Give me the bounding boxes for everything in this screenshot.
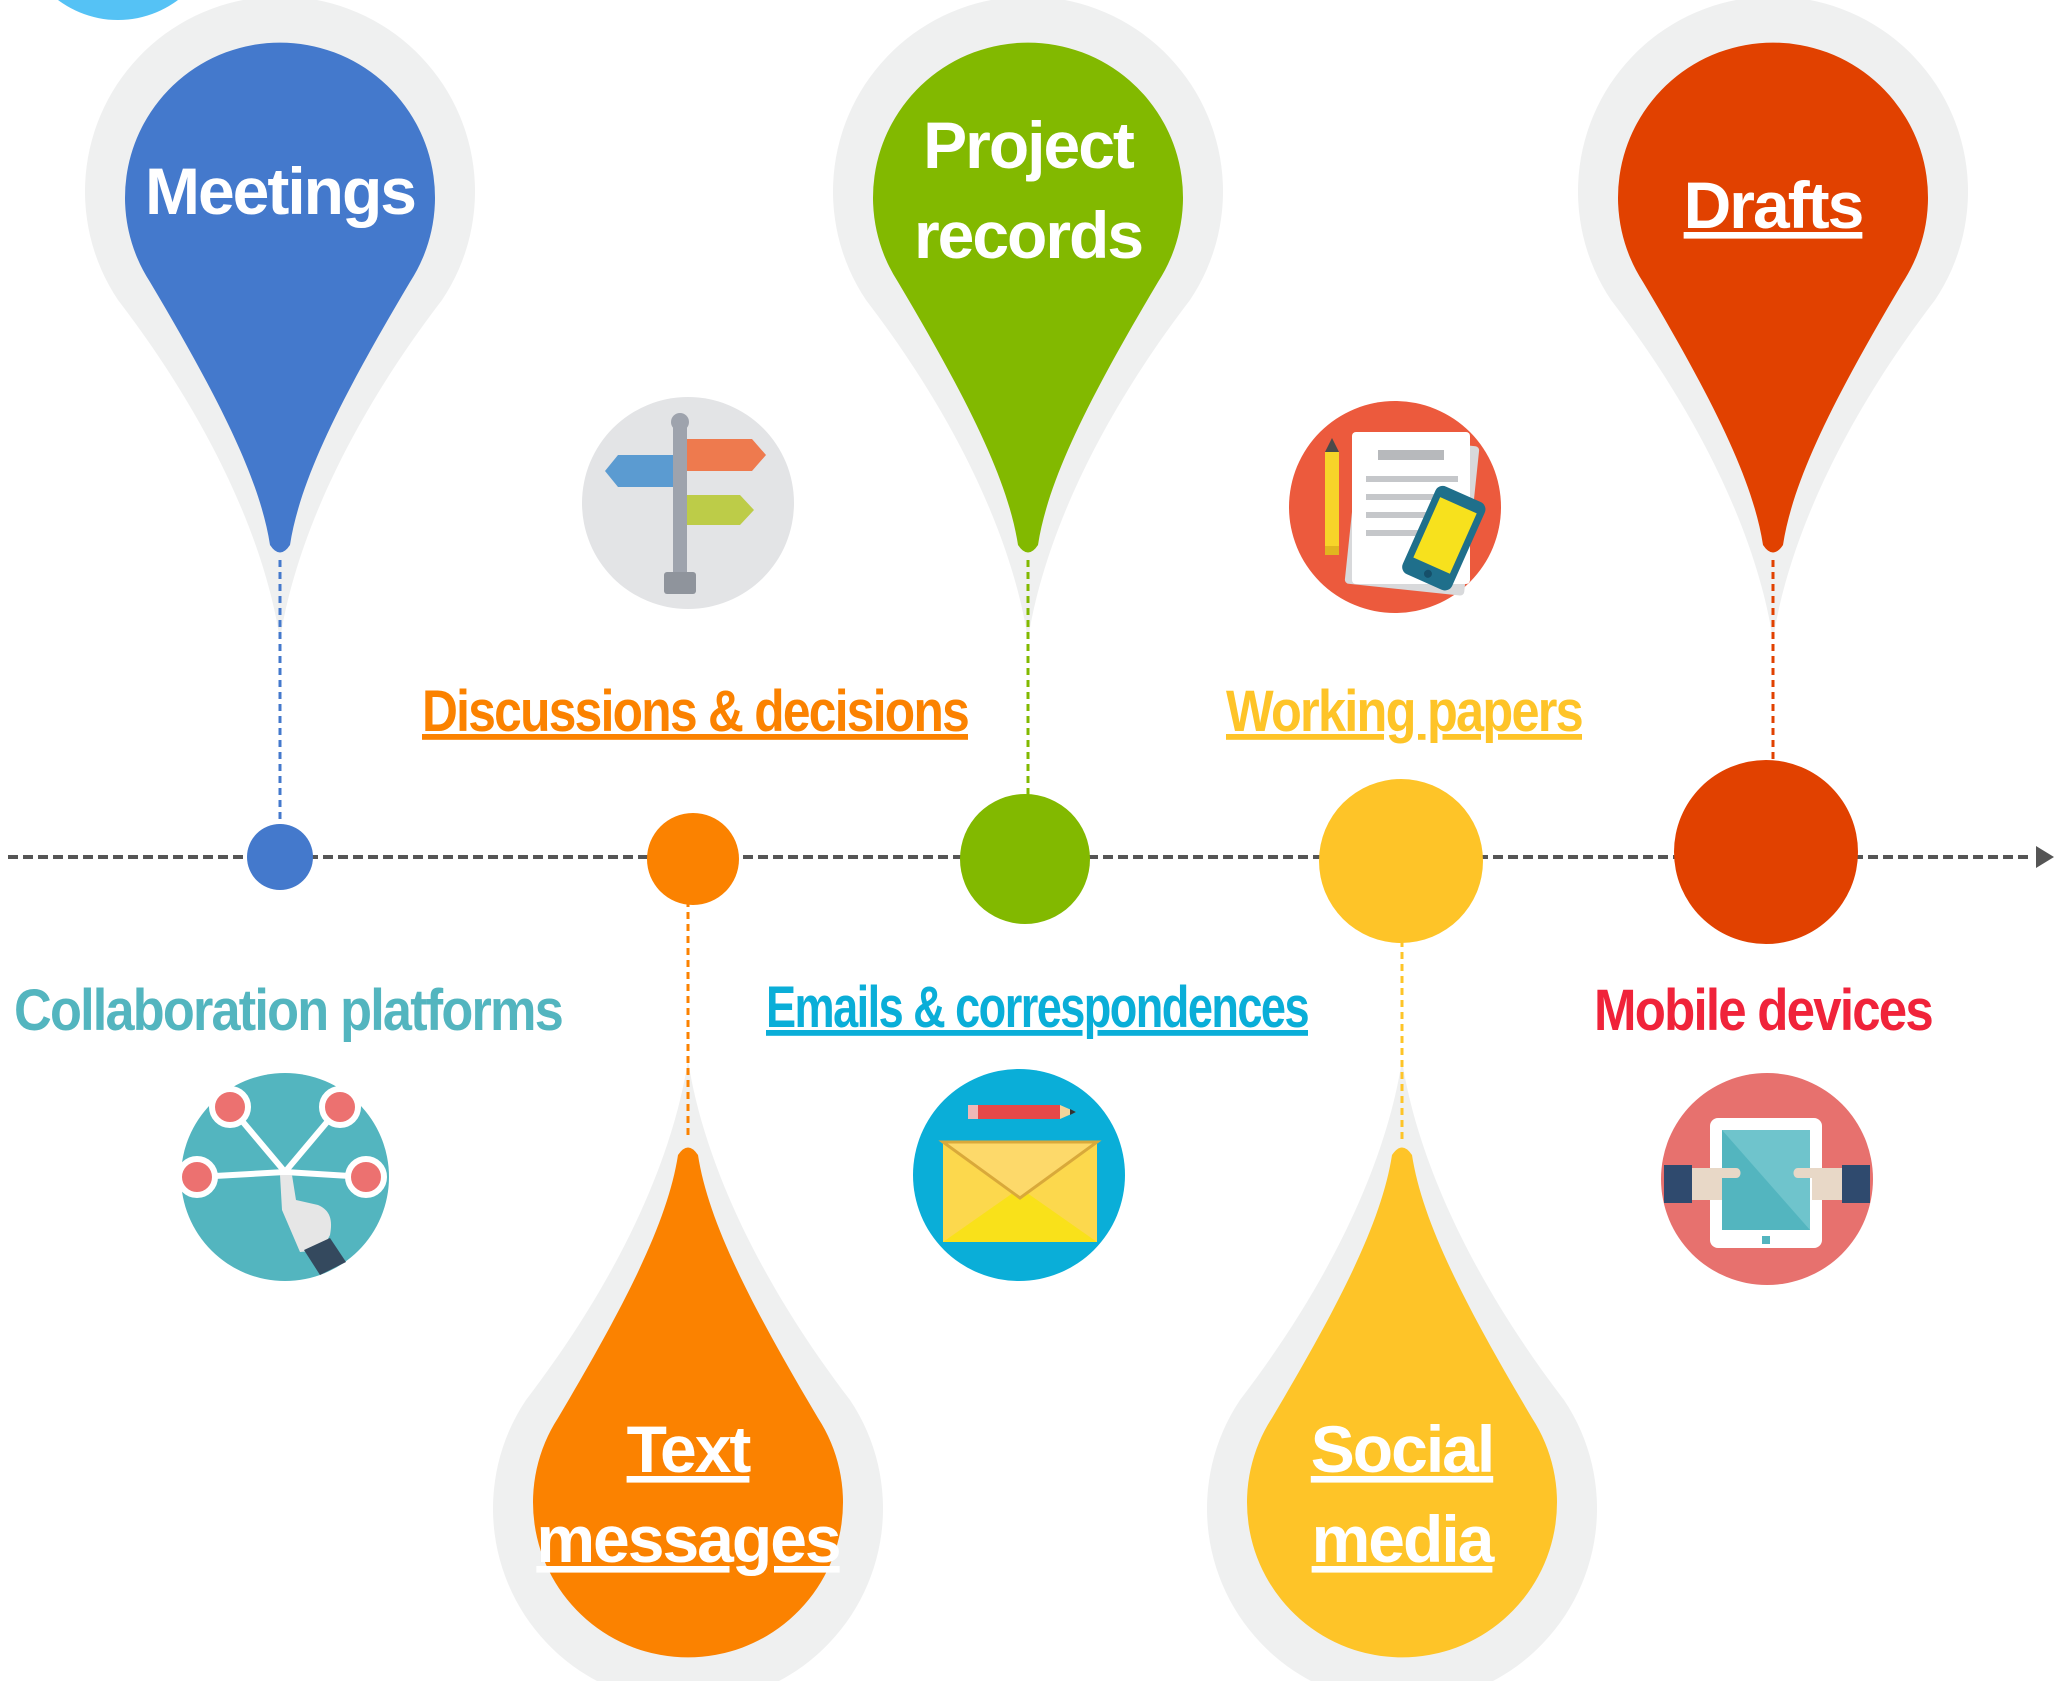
text-messages-node xyxy=(647,813,739,905)
connectors xyxy=(278,560,1775,1140)
discussions-link[interactable]: Discussions & decisions xyxy=(422,679,970,744)
timeline-arrowhead xyxy=(2036,846,2054,868)
emails-link[interactable]: Emails & correspondences xyxy=(766,975,1310,1040)
project-records-label-line1: Project xyxy=(923,108,1135,182)
drafts-pin xyxy=(1618,42,1928,553)
corner-decoration xyxy=(58,0,178,20)
documents-phone-icon xyxy=(1289,401,1501,613)
emails-label: Emails & correspondences xyxy=(766,975,1308,1040)
signpost-icon xyxy=(582,397,794,609)
working-papers-label: Working papers xyxy=(1226,679,1582,744)
text-messages-label-line1: Text xyxy=(627,1412,752,1486)
project-records-link[interactable]: Project records xyxy=(914,108,1144,272)
social-media-pin xyxy=(1247,1147,1557,1658)
tablet-hands-icon xyxy=(1661,1073,1873,1285)
text-messages-label-line2: messages xyxy=(536,1502,839,1576)
project-records-node xyxy=(960,794,1090,924)
meetings-pin xyxy=(124,42,435,553)
working-papers-link[interactable]: Working papers xyxy=(1226,679,1584,744)
social-media-label-line1: Social xyxy=(1311,1412,1493,1486)
drafts-pin-label: Drafts xyxy=(1684,168,1863,242)
social-media-label-line2: media xyxy=(1312,1502,1496,1576)
drafts-link[interactable]: Drafts xyxy=(1684,168,1865,242)
meetings-pin-label: Meetings xyxy=(145,154,415,228)
text-messages-link[interactable]: Text messages xyxy=(536,1412,841,1576)
discussions-label: Discussions & decisions xyxy=(422,679,968,744)
collaboration-label: Collaboration platforms xyxy=(14,978,562,1043)
social-media-link[interactable]: Social media xyxy=(1311,1412,1498,1576)
envelope-pencil-icon xyxy=(913,1069,1125,1281)
mobile-devices-label: Mobile devices xyxy=(1594,978,1932,1043)
project-records-pin xyxy=(873,42,1183,553)
project-records-label-line2: records xyxy=(914,198,1142,272)
social-media-node xyxy=(1319,779,1483,943)
drafts-node xyxy=(1674,760,1858,944)
text-messages-pin xyxy=(532,1147,843,1658)
meetings-node xyxy=(247,824,313,890)
network-touch-icon xyxy=(176,1073,389,1281)
